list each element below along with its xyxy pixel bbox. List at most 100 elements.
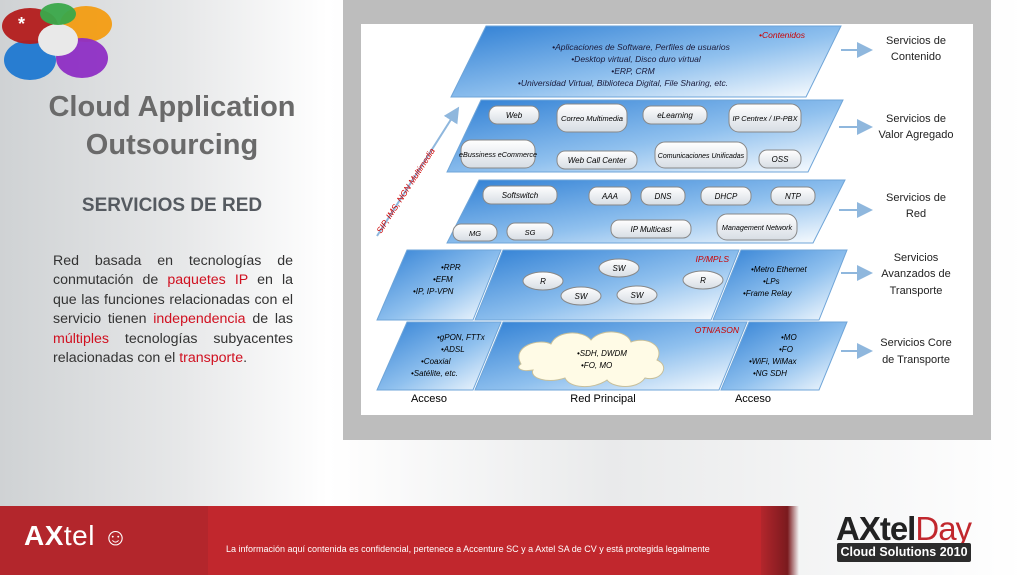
svg-text:Management Network: Management Network [722, 223, 793, 232]
svg-text:MG: MG [469, 229, 481, 238]
right-label-red-2: Red [906, 208, 926, 220]
body-paragraph: Red basada en tecnologías de conmutación… [53, 252, 293, 368]
core-cloud-2: •FO, MO [581, 361, 612, 370]
body-text-5: . [243, 350, 248, 367]
slide-marker: * [18, 14, 25, 34]
contenidos-line-1: •Aplicaciones de Software, Perfiles de u… [552, 42, 731, 52]
right-label-valor-2: Valor Agregado [878, 129, 953, 141]
node-sw-top: SW [598, 258, 640, 278]
transporte-left-2: •EFM [433, 275, 453, 284]
contenidos-line-2: •Desktop virtual, Disco duro virtual [571, 54, 702, 64]
body-text-4: tecnologías subyacentes relacionadas con… [53, 330, 293, 367]
footer-left-band [0, 506, 208, 575]
right-label-contenido-1: Servicios de [886, 35, 946, 47]
core-left-1: •gPON, FTTx [437, 333, 486, 342]
axtelday-tagline: Cloud Solutions 2010 [837, 543, 971, 562]
highlight-transporte: transporte [179, 350, 244, 367]
highlight-multiples: múltiples [53, 330, 109, 347]
node-r-right: R [682, 270, 724, 290]
footer-fade [761, 506, 799, 575]
title-line-2: Outsourcing [85, 129, 259, 161]
contenidos-tag: •Contenidos [759, 30, 806, 40]
vertical-protocol-arrow: SIP, IMS, NGN Multimedia [374, 106, 460, 237]
ip-mpls-tag: IP/MPLS [695, 254, 729, 264]
svg-text:IP Multicast: IP Multicast [630, 225, 672, 234]
svg-text:Softswitch: Softswitch [502, 191, 539, 200]
svg-text:Web: Web [506, 111, 523, 120]
svg-text:Comunicaciones Unificadas: Comunicaciones Unificadas [658, 153, 745, 160]
node-dns: DNS [640, 186, 686, 206]
slide-subtitle: SERVICIOS DE RED [81, 195, 263, 216]
core-left-2: •ADSL [441, 345, 465, 354]
axtelday-logo-day: Day [915, 510, 972, 547]
highlight-paquetes-ip: paquetes IP [167, 272, 248, 289]
layer-transporte: •RPR •EFM •IP, IP-VPN IP/MPLS SW R SW SW… [376, 249, 848, 321]
flower-logo-icon: * [2, 3, 112, 80]
footer-disclaimer: La información aquí contenida es confide… [226, 544, 710, 554]
bottom-label-acceso-left: Acceso [411, 393, 447, 405]
svg-text:NTP: NTP [785, 192, 802, 201]
right-label-core-2: de Transporte [882, 354, 950, 366]
otn-ason-tag: OTN/ASON [695, 325, 740, 335]
node-ntp: NTP [770, 186, 816, 206]
node-ip-multicast: IP Multicast [610, 219, 692, 239]
core-cloud: •SDH, DWDM •FO, MO [518, 331, 665, 387]
svg-text:AAA: AAA [601, 192, 618, 201]
axtel-mascot-icon: ☺ [103, 524, 129, 551]
vertical-arrow-label: SIP, IMS, NGN Multimedia [374, 146, 437, 235]
core-left-3: •Coaxial [421, 357, 451, 366]
axtelday-logo: AXtelDay [836, 510, 972, 548]
body-text-2: en la que las funciones relacionadas con… [53, 272, 293, 328]
right-labels: Servicios de Contenido Servicios de Valo… [878, 35, 953, 366]
svg-text:Correo Multimedia: Correo Multimedia [561, 114, 623, 123]
node-aaa: AAA [588, 186, 632, 206]
node-sw-bottom-left: SW [560, 286, 602, 306]
core-cloud-1: •SDH, DWDM [577, 349, 627, 358]
network-layers-diagram: •Contenidos •Aplicaciones de Software, P… [374, 25, 954, 405]
svg-text:OSS: OSS [772, 155, 790, 164]
svg-text:R: R [540, 277, 546, 286]
highlight-independencia: independencia [153, 311, 246, 328]
node-comunicaciones: Comunicaciones Unificadas [654, 141, 748, 169]
right-label-transporte-3: Transporte [890, 285, 943, 297]
diagram-canvas: •Contenidos •Aplicaciones de Software, P… [361, 24, 973, 415]
core-right-2: •FO [779, 345, 793, 354]
node-mg: MG [452, 223, 498, 242]
node-dhcp: DHCP [700, 186, 752, 206]
transporte-right-1: •Metro Ethernet [751, 265, 807, 274]
node-sw-bottom-right: SW [616, 285, 658, 305]
node-correo: Correo Multimedia [556, 103, 628, 133]
right-label-core-1: Servicios Core [880, 337, 952, 349]
bottom-label-red-principal: Red Principal [570, 393, 635, 405]
transporte-right-2: •LPs [763, 277, 780, 286]
body-text-1: Red basada en tecnologías de conmutación… [53, 253, 293, 289]
svg-text:SW: SW [575, 292, 589, 301]
svg-text:SG: SG [525, 228, 536, 237]
svg-text:eLearning: eLearning [657, 111, 693, 120]
node-web: Web [488, 105, 540, 125]
svg-text:R: R [700, 276, 706, 285]
right-label-red-1: Servicios de [886, 192, 946, 204]
node-r-left: R [522, 271, 564, 291]
axtel-logo-tel: tel [63, 520, 95, 551]
svg-text:eBussiness eCommerce: eBussiness eCommerce [459, 150, 537, 159]
right-arrows [839, 42, 873, 359]
node-sg: SG [506, 222, 554, 241]
slide-title: Cloud Application Outsourcing [22, 88, 322, 164]
core-right-1: •MO [781, 333, 797, 342]
layer-contenidos: •Contenidos •Aplicaciones de Software, P… [450, 25, 842, 98]
core-left-4: •Satélite, etc. [411, 369, 458, 378]
layer-core: •gPON, FTTx •ADSL •Coaxial •Satélite, et… [376, 321, 848, 391]
node-softswitch: Softswitch [482, 185, 558, 205]
axtel-logo-ax: AX [24, 520, 64, 551]
axtel-logo: AXtel ☺ [24, 520, 128, 552]
node-elearning: eLearning [642, 105, 708, 125]
axtelday-logo-axtel: AXtel [836, 510, 916, 547]
svg-text:SW: SW [631, 291, 645, 300]
layer-red: Softswitch AAA DNS DHCP NTP MG SG IP Mu [446, 179, 846, 244]
right-label-valor-1: Servicios de [886, 113, 946, 125]
svg-text:DNS: DNS [655, 192, 673, 201]
footer-mid-band [208, 506, 761, 575]
right-label-transporte-1: Servicios [894, 252, 939, 264]
node-web-call-center: Web Call Center [556, 150, 638, 170]
